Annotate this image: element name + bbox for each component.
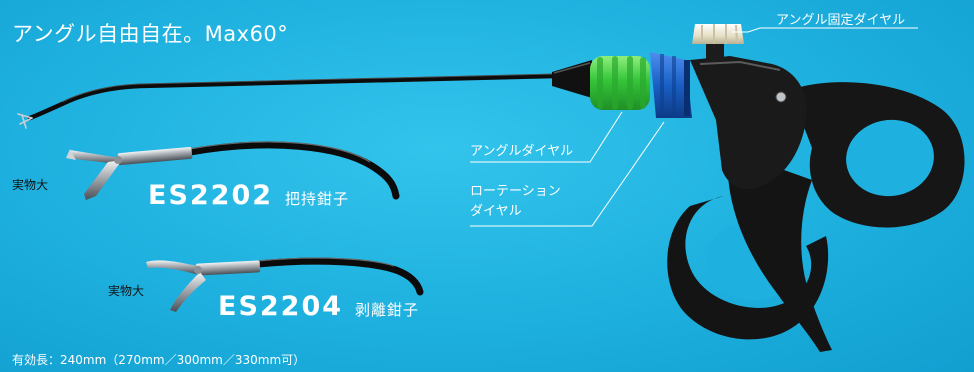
rotation-dial (590, 56, 650, 110)
product-name: 把持鉗子 (285, 190, 350, 208)
product-caption-1: ES2202 把持鉗子 (148, 180, 349, 211)
nose-cone (552, 60, 592, 98)
actual-size-note-2: 実物大 (108, 284, 145, 298)
leader-lines (470, 27, 918, 227)
product-caption-2: ES2204 剥離鉗子 (218, 291, 419, 322)
label-rotation-dial-line2: ダイヤル (470, 204, 522, 219)
label-rotation-dial-line1: ローテーション (470, 184, 561, 199)
label-angle-lock-dial: アングル固定ダイヤル (776, 13, 906, 28)
grasper-forceps-es2202 (66, 141, 400, 200)
angle-lock-knob (692, 24, 744, 62)
effective-length-note: 有効長：240mm（270mm／300mm／330mm可） (12, 353, 306, 367)
main-instrument-shaft (17, 73, 558, 129)
product-code: ES2202 (148, 180, 274, 211)
angle-dial (650, 52, 692, 118)
instrument-handle (667, 56, 965, 352)
actual-size-note-1: 実物大 (12, 178, 49, 192)
label-rotation-dial: ローテーション ダイヤル (470, 182, 561, 222)
product-name: 剥離鉗子 (355, 301, 420, 319)
headline: アングル自由自在。Max60° (12, 22, 289, 46)
product-code: ES2204 (218, 291, 344, 322)
label-angle-dial: アングルダイヤル (470, 144, 574, 159)
dissector-forceps-es2204 (146, 257, 424, 312)
